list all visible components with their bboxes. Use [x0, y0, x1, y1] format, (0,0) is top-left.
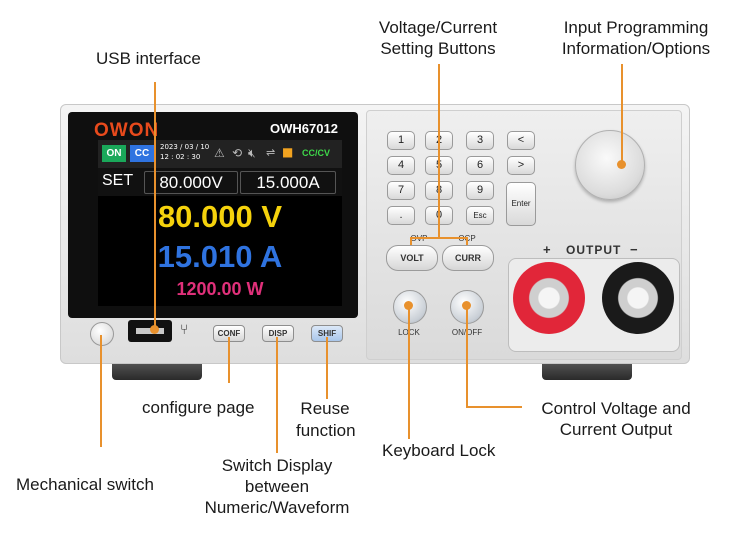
shif-leader-line	[326, 337, 328, 399]
switch-display-annotation-line2: between	[244, 477, 310, 496]
key-dot[interactable]: .	[387, 206, 415, 225]
set-current: 15.000A	[240, 171, 336, 194]
key-7[interactable]: 7	[387, 181, 415, 200]
setting-leader-left	[410, 237, 412, 245]
key-esc[interactable]: Esc	[466, 206, 494, 225]
setting-leader-line	[438, 64, 440, 238]
usb-annotation: USB interface	[96, 49, 201, 68]
left-foot	[112, 360, 202, 380]
key-enter[interactable]: Enter	[506, 182, 536, 226]
voltage-readout: 80.000 V	[157, 199, 283, 234]
time-readout: 12 : 02 : 30	[160, 153, 201, 161]
power-readout: 1200.00 W	[176, 279, 264, 299]
input-programming-annotation-line2: Information/Options	[561, 39, 711, 58]
reuse-annotation-line1: Reuse	[300, 399, 350, 418]
mute-icon: 🔇︎	[248, 146, 256, 160]
mechanical-power-switch[interactable]	[90, 322, 114, 346]
brand-logo: OWON	[94, 120, 160, 141]
key-right[interactable]: >	[507, 156, 535, 175]
positive-terminal[interactable]	[513, 262, 585, 334]
key-4[interactable]: 4	[387, 156, 415, 175]
set-row	[98, 168, 342, 196]
lock-leader-line	[408, 305, 410, 439]
switch-display-annotation-line3: Numeric/Waveform	[204, 498, 350, 517]
output-plus-sign: +	[543, 242, 551, 257]
model-name: OWH67012	[270, 121, 338, 136]
setting-buttons-annotation-line2: Setting Buttons	[380, 39, 496, 58]
rotary-knob[interactable]	[575, 130, 645, 200]
negative-terminal[interactable]	[602, 262, 674, 334]
output-label: OUTPUT	[566, 243, 622, 257]
key-3[interactable]: 3	[466, 131, 494, 150]
onoff-leader-horizontal	[466, 406, 522, 408]
right-foot	[542, 360, 632, 380]
usb-icon: ⑂	[180, 322, 189, 338]
set-label: SET	[102, 172, 134, 189]
setting-leader-bar	[410, 237, 468, 239]
mech-leader-line	[100, 335, 102, 447]
timer-icon: ⟲	[232, 146, 243, 160]
current-readout: 15.010 A	[157, 239, 283, 274]
setting-leader-right	[466, 237, 468, 245]
keyboard-lock-annotation: Keyboard Lock	[382, 441, 496, 460]
control-output-annotation-line1: Control Voltage and	[541, 399, 691, 418]
input-programming-annotation-line1: Input Programming	[563, 18, 709, 37]
reuse-annotation-line2: function	[296, 421, 356, 440]
key-left[interactable]: <	[507, 131, 535, 150]
cc-badge: CC	[130, 145, 154, 162]
lcd-screen: ON CC 2023 / 03 / 10 12 : 02 : 30 ⚠ ⟲ 🔇︎…	[98, 140, 342, 306]
usb-status-icon: ⇌	[266, 146, 276, 159]
shif-button[interactable]: SHIF	[311, 325, 343, 342]
usb-leader-line	[154, 82, 156, 330]
knob-leader-dot	[617, 160, 626, 169]
warning-icon: ⚠	[214, 146, 225, 160]
key-6[interactable]: 6	[466, 156, 494, 175]
mechanical-switch-annotation: Mechanical switch	[16, 475, 154, 494]
onoff-leader-dot	[462, 301, 471, 310]
key-9[interactable]: 9	[466, 181, 494, 200]
output-minus-sign: −	[630, 242, 638, 257]
switch-display-annotation-line1: Switch Display	[221, 456, 333, 475]
lock-leader-dot	[404, 301, 413, 310]
disp-button[interactable]: DISP	[262, 325, 294, 342]
setting-buttons-annotation-line1: Voltage/Current	[378, 18, 498, 37]
disp-leader-line	[276, 337, 278, 453]
date-readout: 2023 / 03 / 10	[160, 143, 210, 151]
mode-indicator: CC/CV	[302, 148, 331, 158]
usb-leader-dot	[150, 325, 159, 334]
knob-leader-line	[621, 64, 623, 164]
onoff-leader-line	[466, 305, 468, 408]
key-1[interactable]: 1	[387, 131, 415, 150]
volt-button[interactable]: VOLT	[386, 245, 438, 271]
conf-leader-line	[228, 337, 230, 383]
control-output-annotation-line2: Current Output	[559, 420, 673, 439]
lock-status-icon: ■	[282, 145, 294, 159]
configure-annotation: configure page	[142, 398, 255, 417]
curr-button[interactable]: CURR	[442, 245, 494, 271]
set-voltage: 80.000V	[144, 171, 238, 194]
on-badge: ON	[102, 145, 126, 162]
